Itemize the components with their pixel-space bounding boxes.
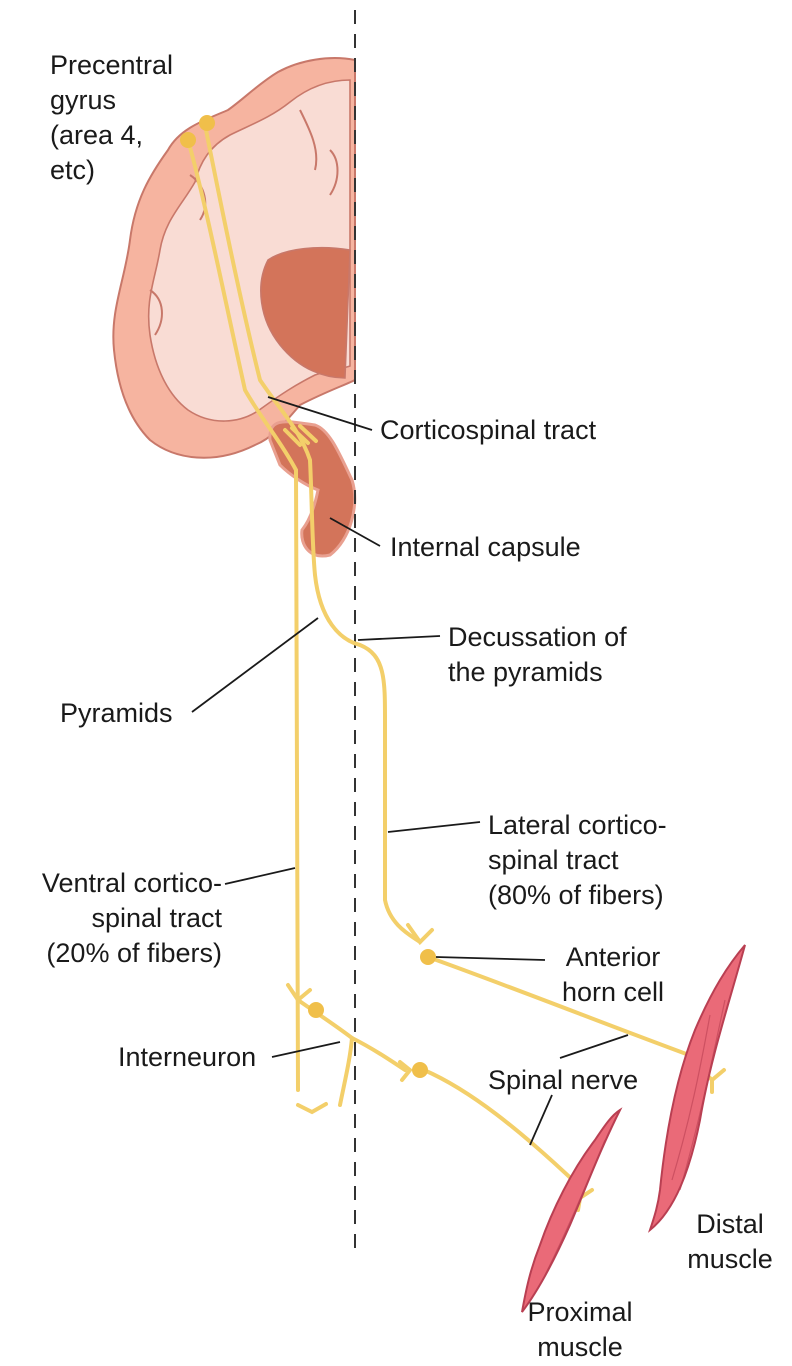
interneuron-branch [298, 1000, 352, 1105]
leader-decussation [358, 636, 440, 640]
cortical-cell-2 [199, 115, 215, 131]
label-pyramids: Pyramids [60, 696, 173, 731]
leader-ventral [225, 868, 295, 884]
label-anterior-horn-cell: Anterior horn cell [548, 940, 678, 1010]
label-interneuron: Interneuron [118, 1040, 256, 1075]
leader-anterior-horn [436, 957, 545, 960]
leader-interneuron [272, 1042, 340, 1057]
leader-spinal-nerve-2 [530, 1095, 552, 1145]
label-precentral-gyrus: Precentral gyrus (area 4, etc) [50, 48, 173, 188]
anterior-horn-cell [420, 949, 436, 965]
terminal-top-right [408, 925, 432, 942]
interneuron-to-motor [352, 1038, 405, 1070]
label-corticospinal-tract: Corticospinal tract [380, 413, 596, 448]
leader-spinal-nerve-1 [560, 1035, 628, 1058]
label-internal-capsule: Internal capsule [390, 530, 581, 565]
label-lateral-tract: Lateral cortico- spinal tract (80% of fi… [488, 808, 667, 913]
leader-lateral [388, 822, 480, 832]
cortical-cell-1 [180, 132, 196, 148]
label-ventral-tract: Ventral cortico- spinal tract (20% of fi… [22, 866, 222, 971]
label-proximal-muscle: Proximal muscle [515, 1295, 645, 1365]
leader-pyramids [192, 618, 318, 712]
label-distal-muscle: Distal muscle [670, 1207, 790, 1277]
motor-cell [412, 1062, 428, 1078]
terminal-left-lower [298, 1104, 326, 1112]
leader-lines [192, 397, 628, 1145]
label-decussation: Decussation of the pyramids [448, 620, 627, 690]
interneuron-cell [308, 1002, 324, 1018]
label-spinal-nerve: Spinal nerve [488, 1063, 638, 1098]
